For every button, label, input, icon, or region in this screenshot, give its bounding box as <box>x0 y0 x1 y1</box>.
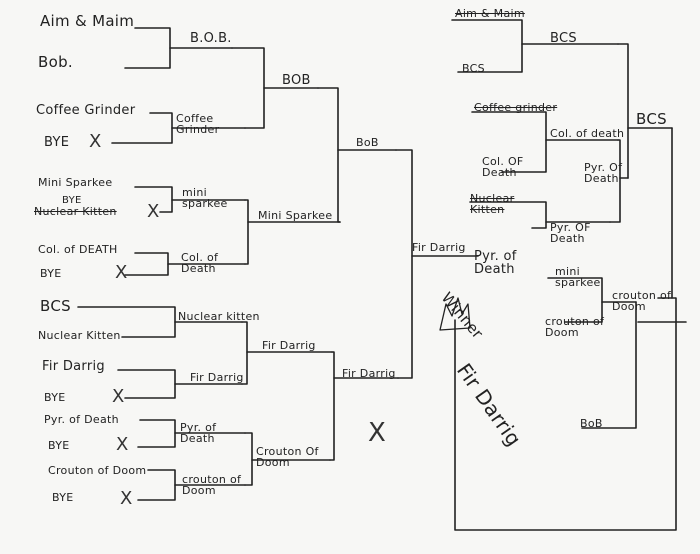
team-pyr-of-death: Pyr. of Death <box>44 414 119 425</box>
bye-cross-mark: X <box>147 203 159 221</box>
winner-r1-6: Fir Darrig <box>190 372 250 383</box>
team-bye: BYE <box>48 440 70 451</box>
right-team-nuclear-kitten: Nuclear Kitten <box>470 193 530 215</box>
center-extra-label: Pyr. of Death <box>474 250 554 276</box>
team-fir-darrig: Fir Darrig <box>42 360 105 373</box>
bye-cross-mark: X <box>89 133 101 151</box>
right-team-crouton-of-doom: crouton of Doom <box>545 316 605 338</box>
bye-cross-mark: X <box>116 436 128 454</box>
winner-r1-7: Pyr. of Death <box>180 422 240 444</box>
right-winner-2: Col. of death <box>550 128 624 139</box>
right-team-col-of-death: Col. OF Death <box>482 156 542 178</box>
team-mini-sparkee: Mini Sparkee <box>38 177 112 188</box>
winner-r2-3: Fir Darrig <box>262 340 316 351</box>
right-bottom-side: BoB <box>580 418 603 429</box>
team-nuclear-kitten: Nuclear Kitten <box>38 330 121 341</box>
team-bye: BYE <box>40 268 62 279</box>
winner-r2-2: Mini Sparkee <box>258 210 332 221</box>
left-final-winner: Fir Darrig <box>412 242 466 253</box>
team-coffee-grinder: Coffee Grinder <box>36 104 135 117</box>
winner-r2-1: BOB <box>282 74 311 87</box>
right-team-mini-sparkee: mini sparkee <box>555 266 605 288</box>
right-winner-4: crouton of Doom <box>612 290 682 312</box>
winner-r3-2: Fir Darrig <box>342 368 396 379</box>
winner-r1-1: B.O.B. <box>190 32 232 45</box>
winner-r1-5: Nuclear kitten <box>178 311 260 322</box>
team-bye: BYE <box>44 392 66 403</box>
right-team-aim-and-maim: Aim & Maim <box>455 8 525 19</box>
right-round2-top: Pyr. Of Death <box>584 162 644 184</box>
cross-mark: X <box>368 420 386 446</box>
winner-r1-2: Coffee Grinder <box>176 113 246 135</box>
winner-r1-4: Col. of Death <box>181 252 241 274</box>
team-bob: Bob. <box>38 55 73 70</box>
right-winner-3: Pyr. OF Death <box>550 222 610 244</box>
right-side-champion: BCS <box>636 112 667 127</box>
right-team-bcs: BCS <box>462 63 485 74</box>
team-nuclear-kitten-struck: Nuclear Kitten <box>34 206 117 217</box>
winner-r3-1: BoB <box>356 137 379 148</box>
bye-cross-mark: X <box>120 490 132 508</box>
winner-r2-4: Crouton Of Doom <box>256 446 326 468</box>
winner-r1-3: mini sparkee <box>182 187 242 209</box>
winner-r1-8: crouton of Doom <box>182 474 242 496</box>
right-team-coffee-grinder: Coffee grinder <box>474 102 557 113</box>
team-aim-and-maim: Aim & Maim <box>40 14 134 29</box>
right-winner-1: BCS <box>550 32 577 45</box>
team-bye: BYE <box>44 136 69 149</box>
bye-cross-mark: X <box>112 388 124 406</box>
team-crouton-of-doom: Crouton of Doom <box>48 465 146 476</box>
team-bye: BYE <box>52 492 74 503</box>
bye-cross-mark: X <box>115 264 127 282</box>
team-col-of-death: Col. of DEATH <box>38 244 118 255</box>
team-bcs: BCS <box>40 299 71 314</box>
